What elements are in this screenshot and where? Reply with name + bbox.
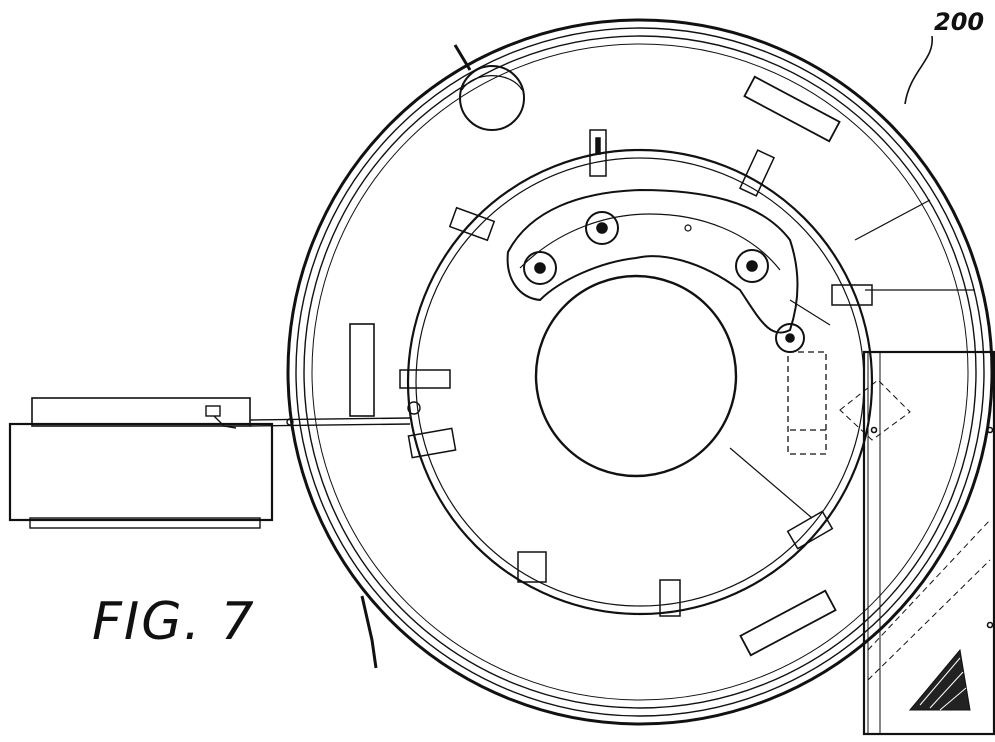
- slots: [739, 75, 841, 657]
- connecting-shaft: [249, 401, 421, 427]
- top-cap: [453, 44, 525, 131]
- hidden-cylinder: [787, 351, 827, 455]
- hatch-pad: [908, 648, 971, 711]
- reference-numeral: 200: [934, 8, 985, 36]
- outer-housing: [286, 18, 994, 726]
- edge-fitting: [360, 595, 378, 669]
- radial-dividers: [729, 199, 975, 519]
- central-hub: [534, 274, 738, 478]
- track-brackets: [399, 129, 873, 617]
- track-ring: [406, 148, 874, 616]
- side-housing-box: [839, 350, 995, 736]
- roller-carriage: [506, 188, 799, 334]
- roller-wheels: [523, 211, 805, 353]
- vertical-post: [349, 323, 375, 417]
- figure-label: FIG. 7: [92, 592, 256, 652]
- reference-leader-line: [904, 35, 933, 105]
- external-unit: [8, 397, 274, 529]
